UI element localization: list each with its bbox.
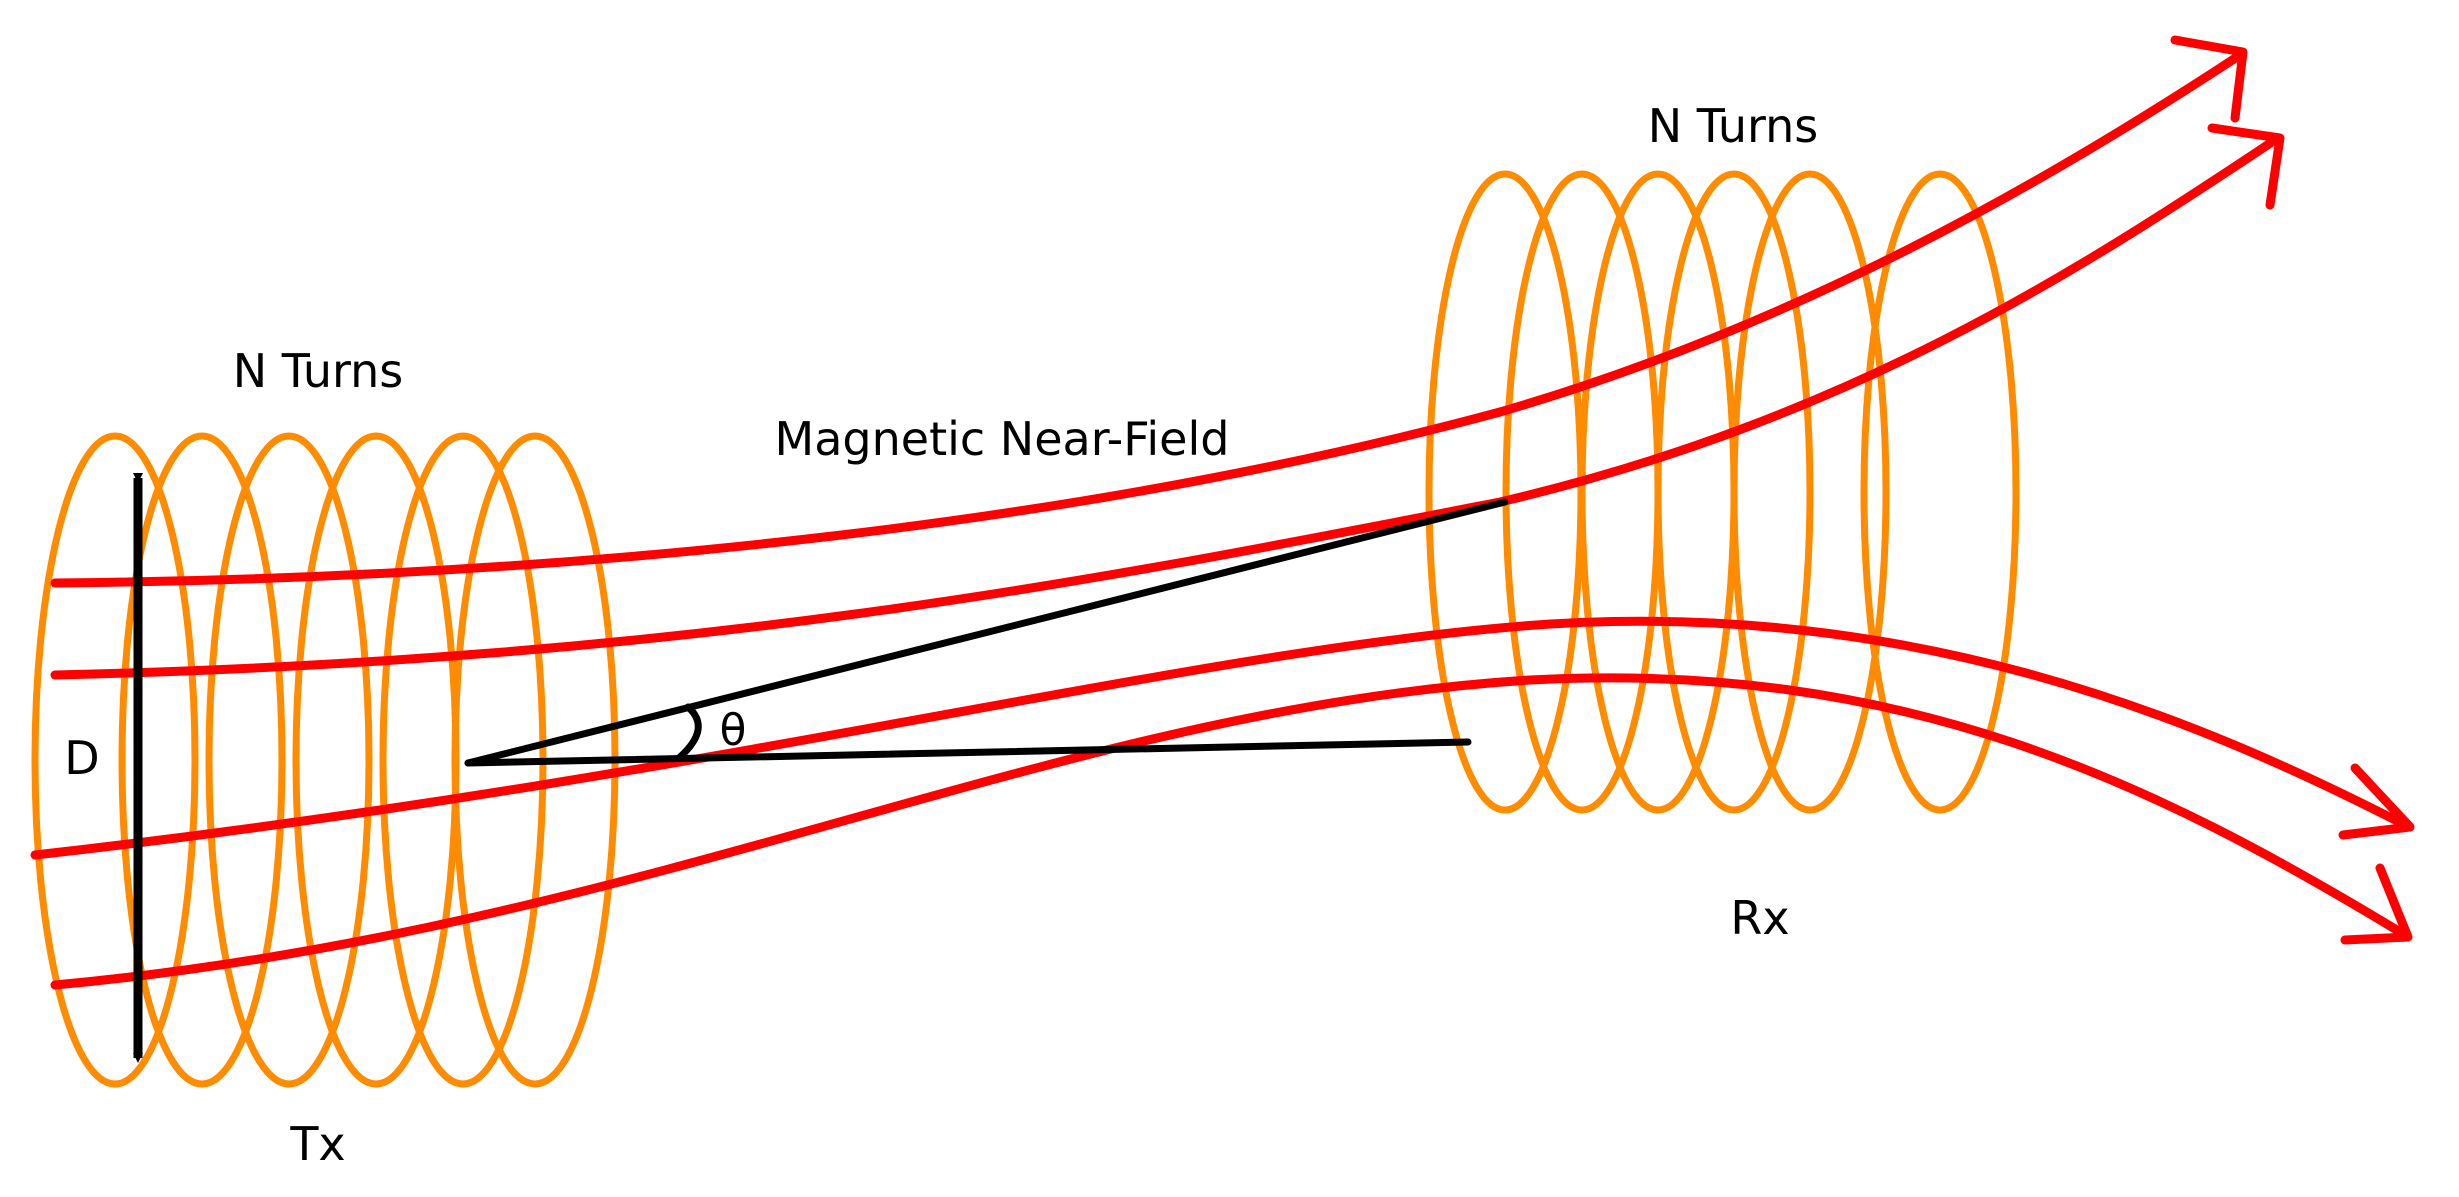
tx-turns-label: N Turns	[233, 344, 404, 398]
tx-label: Tx	[289, 1117, 345, 1171]
coil-turn-4	[1654, 170, 1814, 814]
field-arrowhead-2	[2207, 123, 2285, 210]
angle-arc	[676, 703, 702, 761]
coil-turn-5	[1730, 170, 1890, 814]
diameter-label: D	[64, 731, 99, 785]
field-line-4	[50, 673, 2410, 990]
field-line-2	[50, 135, 2280, 680]
coil-turn-1	[31, 432, 199, 1088]
coil-turn-4	[292, 432, 460, 1088]
field-arrowhead-4	[2340, 863, 2413, 945]
field-arrowhead-1	[2170, 35, 2248, 123]
field-label: Magnetic Near-Field	[775, 412, 1230, 466]
field-arrowhead-3	[2338, 763, 2415, 840]
angle-line-upper	[464, 498, 1509, 767]
coil-turn-6	[1860, 170, 2020, 814]
angle-label: θ	[720, 705, 747, 756]
coil-turn-2	[118, 432, 286, 1088]
field-line-1	[50, 50, 2245, 588]
magnetic-field-lines	[30, 35, 2415, 990]
rx-coil	[1425, 170, 2020, 814]
rx-label: Rx	[1730, 891, 1789, 945]
coil-turn-3	[205, 432, 373, 1088]
angle-lines	[464, 498, 1509, 767]
field-line-3	[30, 616, 2410, 860]
rx-turns-label: N Turns	[1648, 99, 1819, 153]
tx-coil	[31, 432, 619, 1088]
angle-line-lower	[464, 738, 1472, 767]
